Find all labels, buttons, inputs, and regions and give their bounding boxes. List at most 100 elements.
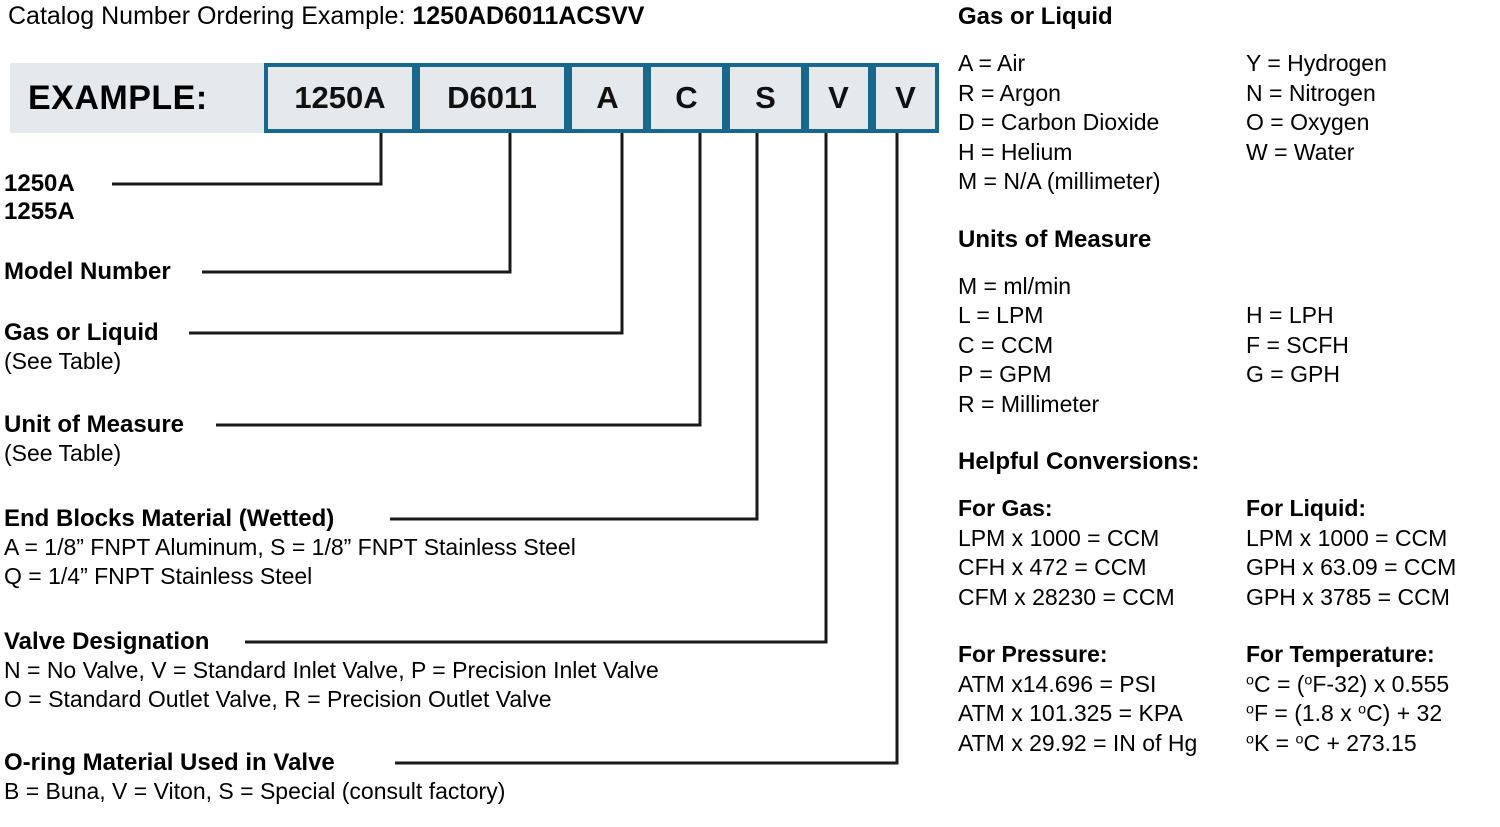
leader-series (112, 133, 383, 186)
units-row-left: L = LPM (958, 302, 1044, 328)
gas-row-right: O = Oxygen (1246, 109, 1370, 135)
example-label-background (10, 63, 264, 133)
conv-flow-right: GPH x 63.09 = CCM (1246, 554, 1457, 580)
conversions-pt-row: ATM x 101.325 = KPA oF = (1.8 x oC) + 32 (958, 699, 1500, 729)
gas-table-heading: Gas or Liquid (958, 3, 1113, 30)
callout-oring: O-ring Material Used in Valve B = Buna, … (4, 749, 505, 806)
callout-series: 1250A 1255A (4, 170, 75, 226)
callout-gas-heading: Gas or Liquid (4, 319, 159, 346)
conv-flow-right: LPM x 1000 = CCM (1246, 524, 1448, 551)
callout-gas-sub: (See Table) (4, 348, 122, 374)
leader-gas (189, 133, 624, 335)
example-code-cells: 1250A D6011 A C S V V (264, 63, 939, 133)
conv-flow-left: LPM x 1000 = CCM (958, 524, 1160, 551)
page-title-prefix: Catalog Number Ordering Example: (8, 2, 413, 30)
gas-row-left: M = N/A (millimeter) (958, 168, 1161, 194)
gas-row-left: H = Helium (958, 138, 1073, 165)
units-row-left: R = Millimeter (958, 390, 1100, 417)
conversions-pt-row: ATM x14.696 = PSI oC = (oF-32) x 0.555 (958, 670, 1500, 700)
code-cell-series[interactable]: 1250A (264, 63, 416, 133)
units-row-right: G = GPH (1246, 361, 1340, 387)
gas-row-left: D = Carbon Dioxide (958, 109, 1160, 135)
for-pressure-heading: For Pressure: (958, 641, 1108, 667)
callout-endblock-line2: Q = 1/4” FNPT Stainless Steel (4, 563, 313, 589)
gas-table-row: M = N/A (millimeter) (958, 167, 1500, 197)
units-row-right (1246, 390, 1500, 420)
conversions-heading: Helpful Conversions: (958, 448, 1200, 475)
code-cell-oring[interactable]: V (872, 63, 939, 133)
callout-model-heading: Model Number (4, 258, 171, 285)
callout-unit-heading: Unit of Measure (4, 411, 185, 438)
callout-endblock: End Blocks Material (Wetted) A = 1/8” FN… (4, 505, 576, 591)
gas-table: A = Air Y = Hydrogen R = Argon N = Nitro… (958, 49, 1500, 197)
gas-row-right: Y = Hydrogen (1246, 50, 1387, 76)
callout-valve-line2: O = Standard Outlet Valve, R = Precision… (4, 686, 552, 712)
code-cell-endblock[interactable]: S (726, 63, 805, 133)
code-cell-model[interactable]: D6011 (416, 63, 568, 133)
callout-endblock-line1: A = 1/8” FNPT Aluminum, S = 1/8” FNPT St… (4, 534, 576, 560)
conversions-flow-row: CFM x 28230 = CCM GPH x 3785 = CCM (958, 583, 1500, 613)
conversions-flow-headings: For Gas: For Liquid: (958, 494, 1500, 524)
conv-pt-right: oK = oC + 273.15 (1246, 729, 1417, 756)
units-table-heading: Units of Measure (958, 225, 1152, 253)
callout-endblock-heading: End Blocks Material (Wetted) (4, 505, 335, 532)
leader-model (202, 133, 512, 274)
units-table-row: M = ml/min (958, 272, 1500, 302)
for-liquid-heading: For Liquid: (1246, 495, 1367, 521)
conv-pt-left: ATM x14.696 = PSI (958, 670, 1157, 697)
leader-unit (216, 133, 702, 427)
gas-table-row: R = Argon N = Nitrogen (958, 79, 1500, 109)
units-row-right (1246, 272, 1500, 302)
conv-pt-right: oC = (oF-32) x 0.555 (1246, 670, 1450, 697)
callout-unit-sub: (See Table) (4, 440, 122, 466)
callout-model: Model Number (4, 258, 171, 286)
conversions-flow-row: LPM x 1000 = CCM LPM x 1000 = CCM (958, 524, 1500, 554)
for-temperature-heading: For Temperature: (1246, 641, 1435, 667)
gas-row-right (1246, 167, 1500, 197)
gas-row-right: W = Water (1246, 138, 1355, 165)
example-label: EXAMPLE: (28, 79, 208, 117)
leader-valve (245, 133, 828, 644)
units-row-left: P = GPM (958, 361, 1052, 387)
callout-series-heading2: 1255A (4, 198, 75, 225)
gas-table-row: A = Air Y = Hydrogen (958, 49, 1500, 79)
gas-table-row: H = Helium W = Water (958, 138, 1500, 168)
units-table: M = ml/min L = LPM H = LPH C = CCM F = S… (958, 272, 1500, 420)
units-row-left: M = ml/min (958, 272, 1072, 299)
callout-oring-line1: B = Buna, V = Viton, S = Special (consul… (4, 778, 506, 804)
reference-tables: Gas or Liquid A = Air Y = Hydrogen R = A… (958, 0, 1500, 758)
conversions-pt-headings: For Pressure: For Temperature: (958, 640, 1500, 670)
conv-pt-left: ATM x 29.92 = IN of Hg (958, 729, 1198, 756)
callout-unit: Unit of Measure (See Table) (4, 411, 184, 468)
units-row-right: F = SCFH (1246, 331, 1349, 358)
for-gas-heading: For Gas: (958, 495, 1053, 521)
page-title: Catalog Number Ordering Example: 1250AD6… (8, 1, 644, 31)
page-title-code: 1250AD6011ACSVV (412, 2, 645, 30)
gas-row-right: N = Nitrogen (1246, 79, 1376, 106)
code-cell-unit[interactable]: C (647, 63, 726, 133)
conv-pt-left: ATM x 101.325 = KPA (958, 700, 1183, 726)
code-cell-gas[interactable]: A (568, 63, 647, 133)
callout-valve-line1: N = No Valve, V = Standard Inlet Valve, … (4, 657, 659, 683)
callout-series-heading: 1250A (4, 170, 75, 197)
conversions-flow-row: CFH x 472 = CCM GPH x 63.09 = CCM (958, 553, 1500, 583)
units-table-row: P = GPM G = GPH (958, 360, 1500, 390)
callout-oring-heading: O-ring Material Used in Valve (4, 749, 335, 776)
units-table-row: L = LPM H = LPH (958, 301, 1500, 331)
units-row-left: C = CCM (958, 331, 1054, 358)
conversions-pt-row: ATM x 29.92 = IN of Hg oK = oC + 273.15 (958, 729, 1500, 759)
gas-row-left: R = Argon (958, 79, 1061, 106)
leader-oring (395, 133, 899, 765)
conv-pt-right: oF = (1.8 x oC) + 32 (1246, 700, 1443, 726)
code-cell-valve[interactable]: V (805, 63, 872, 133)
conv-flow-left: CFM x 28230 = CCM (958, 583, 1175, 610)
callout-valve-heading: Valve Designation (4, 628, 210, 655)
callout-valve: Valve Designation N = No Valve, V = Stan… (4, 628, 659, 714)
conv-flow-left: CFH x 472 = CCM (958, 554, 1147, 580)
conv-flow-right: GPH x 3785 = CCM (1246, 583, 1450, 610)
units-row-right: H = LPH (1246, 302, 1334, 328)
units-table-row: C = CCM F = SCFH (958, 331, 1500, 361)
callout-gas: Gas or Liquid (See Table) (4, 319, 159, 376)
